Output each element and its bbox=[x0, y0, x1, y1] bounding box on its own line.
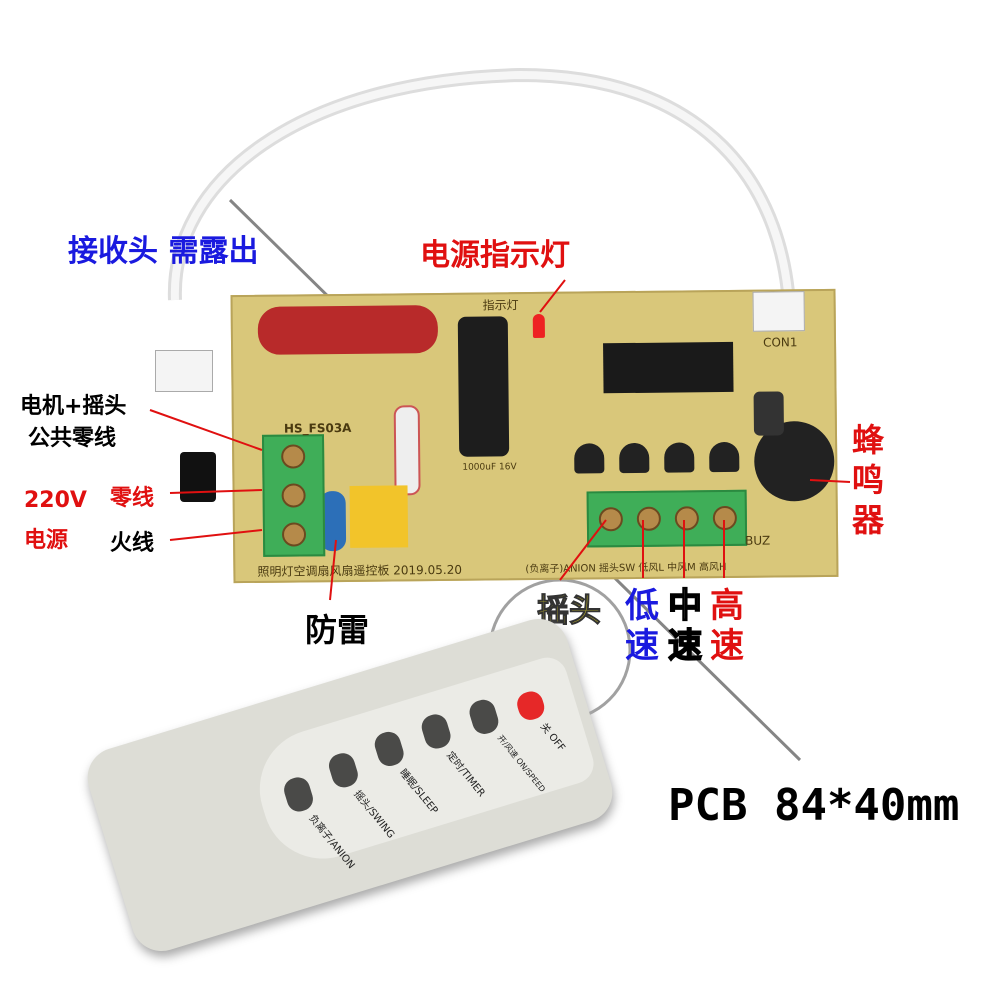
silk-model: HS_FS03A bbox=[283, 420, 352, 436]
label-mid-1: 中 bbox=[667, 585, 703, 627]
power-terminal-block bbox=[261, 434, 326, 557]
label-buzzer: 蜂鸣器 bbox=[852, 421, 885, 539]
silk-terminals: (负离子)ANION 摇头SW 低风L 中风M 高风H bbox=[525, 561, 727, 576]
silk-bottom: 照明灯空调扇风扇遥控板 2019.05.20 bbox=[257, 562, 463, 579]
receiver-connector bbox=[155, 350, 213, 392]
label-high-1: 高 bbox=[710, 586, 744, 626]
label-220v-2: 电源 bbox=[24, 528, 69, 553]
x2-capacitor bbox=[257, 305, 439, 355]
yellow-capacitor bbox=[349, 485, 409, 548]
resistor bbox=[393, 405, 421, 496]
label-high-2: 速 bbox=[710, 626, 744, 666]
transistor bbox=[619, 442, 650, 474]
label-low-1: 低 bbox=[625, 586, 659, 626]
con1-connector bbox=[752, 291, 805, 332]
label-power-led: 电源指示灯 bbox=[420, 238, 570, 273]
silk-con1: CON1 bbox=[762, 335, 798, 350]
electrolytic-capacitor bbox=[457, 316, 510, 457]
ir-receiver bbox=[180, 452, 216, 502]
label-neutral: 零线 bbox=[110, 486, 155, 511]
small-capacitor bbox=[753, 391, 785, 436]
label-motor-common-2: 公共零线 bbox=[28, 426, 117, 451]
label-live: 火线 bbox=[110, 531, 155, 556]
label-motor-common-1: 电机+摇头 bbox=[20, 394, 127, 419]
silk-buz: BUZ bbox=[745, 533, 771, 548]
label-lightning: 防雷 bbox=[305, 611, 370, 649]
power-led bbox=[532, 313, 545, 339]
label-220v-1: 220V bbox=[24, 488, 87, 513]
ic-chip bbox=[603, 341, 734, 394]
output-terminal-block bbox=[586, 489, 748, 548]
label-mid-2: 速 bbox=[667, 625, 703, 667]
pcb-board: HS_FS03A 指示灯 1000uF 16V CON1 BUZ 照明灯空调扇风… bbox=[230, 288, 839, 584]
label-receiver: 接收头 需露出 bbox=[68, 234, 259, 269]
silk-cap: 1000uF 16V bbox=[462, 462, 517, 473]
transistor bbox=[574, 443, 605, 474]
silk-indicator: 指示灯 bbox=[482, 298, 519, 313]
label-pcb-size: PCB 84*40mm bbox=[668, 780, 960, 831]
transistor bbox=[709, 441, 740, 473]
transistor bbox=[664, 442, 695, 473]
label-low-2: 速 bbox=[625, 626, 659, 666]
